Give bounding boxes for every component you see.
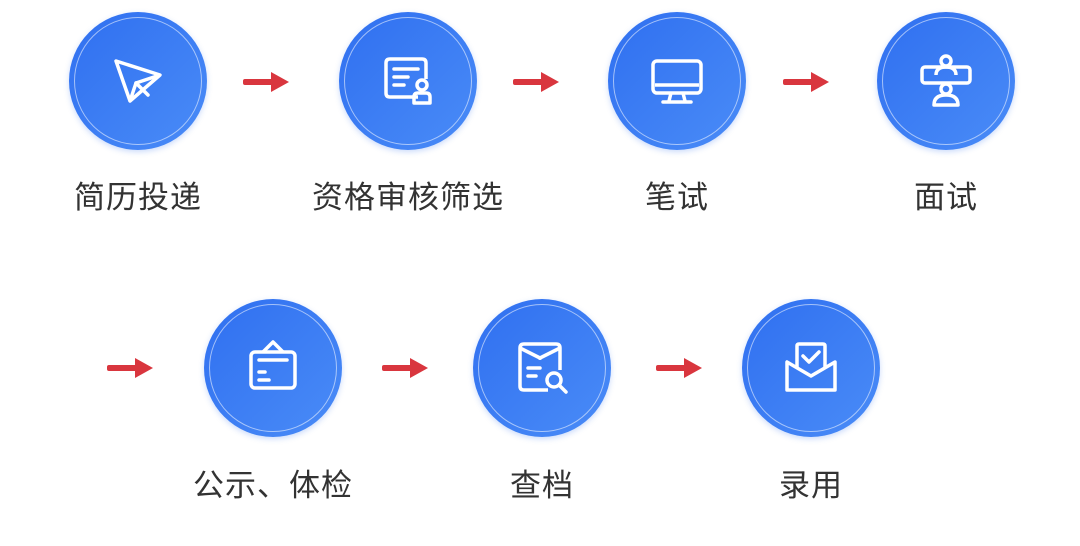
computer-monitor-icon bbox=[651, 59, 703, 104]
step-circle-hiring bbox=[742, 299, 880, 437]
arrow-right-icon bbox=[656, 358, 702, 378]
arrow-right-icon bbox=[243, 72, 289, 92]
arrow-right-icon bbox=[382, 358, 428, 378]
paper-plane-icon bbox=[114, 59, 162, 103]
step-label-publicity-medical: 公示、体检 bbox=[193, 468, 353, 504]
step-circle-publicity-medical bbox=[204, 299, 342, 437]
step-circle-qualification-review bbox=[339, 12, 477, 150]
step-circle-written-exam bbox=[608, 12, 746, 150]
step-circle-resume-submission bbox=[69, 12, 207, 150]
step-circle-file-check bbox=[473, 299, 611, 437]
document-stamp-icon bbox=[384, 57, 432, 105]
step-label-interview: 面试 bbox=[914, 180, 978, 216]
step-label-file-check: 查档 bbox=[510, 468, 574, 504]
step-circle-interview bbox=[877, 12, 1015, 150]
notice-board-icon bbox=[249, 340, 297, 390]
arrow-right-icon bbox=[513, 72, 559, 92]
file-search-icon bbox=[518, 342, 568, 394]
step-label-qualification-review: 资格审核筛选 bbox=[312, 180, 504, 216]
step-label-hiring: 录用 bbox=[779, 468, 843, 504]
arrow-right-icon bbox=[107, 358, 153, 378]
step-label-written-exam: 笔试 bbox=[645, 180, 709, 216]
video-interview-icon bbox=[920, 54, 972, 107]
envelope-check-icon bbox=[785, 342, 837, 392]
step-label-resume-submission: 简历投递 bbox=[74, 180, 202, 216]
arrow-right-icon bbox=[783, 72, 829, 92]
